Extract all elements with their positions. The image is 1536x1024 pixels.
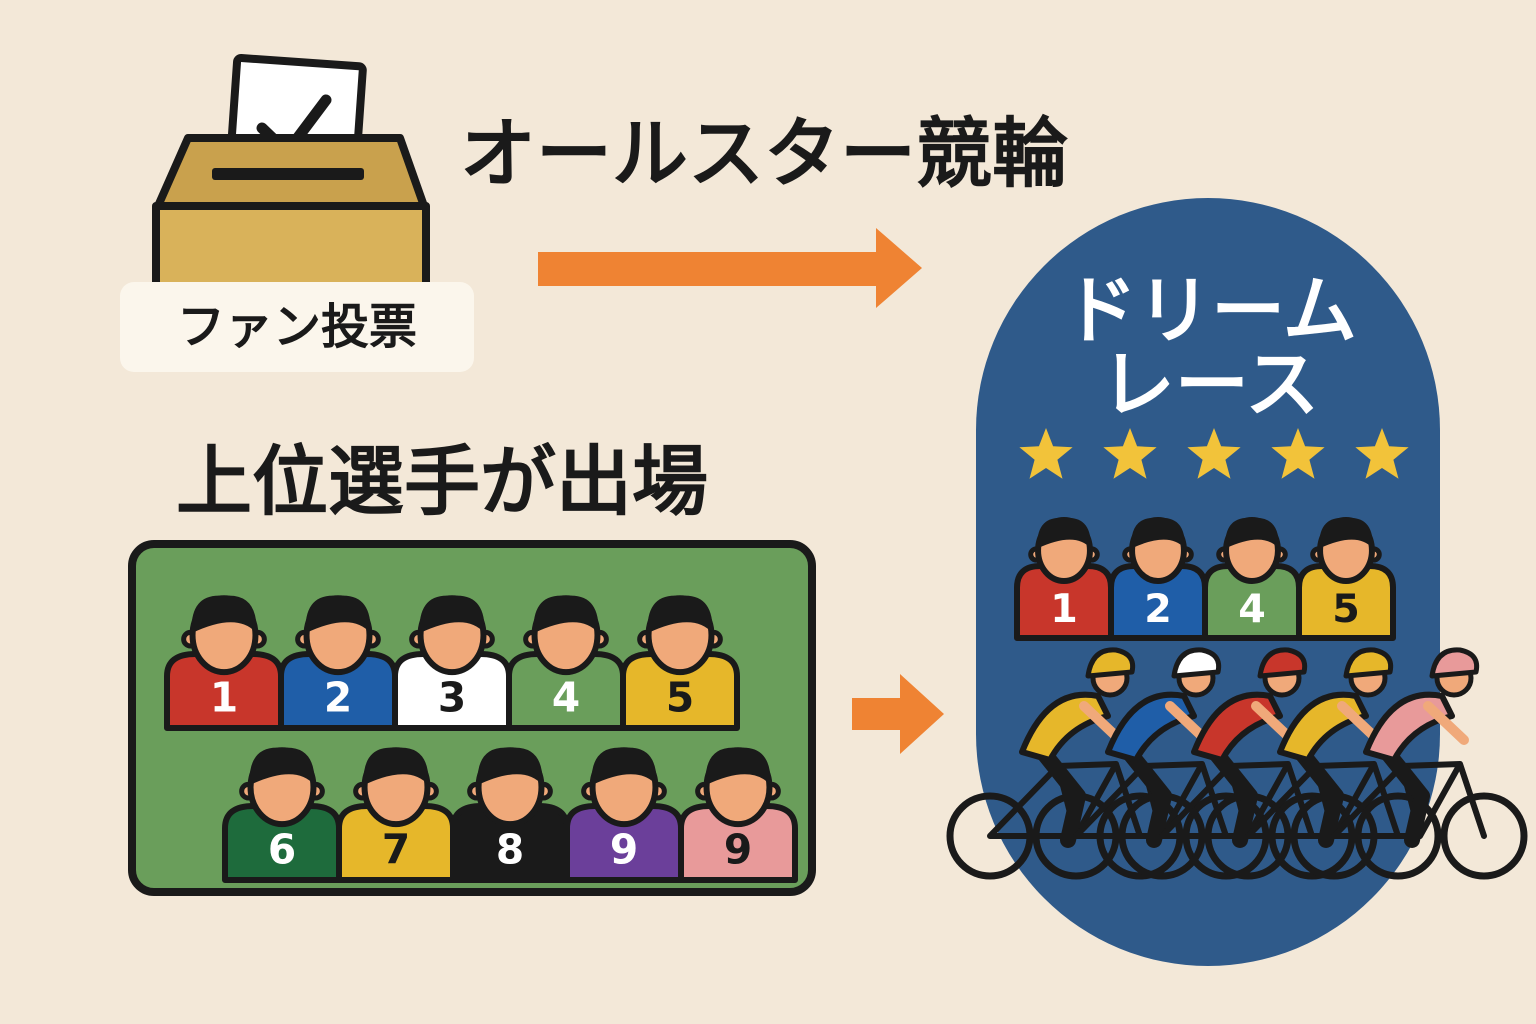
player-card: 9 <box>678 747 798 883</box>
jersey-number: 8 <box>496 826 524 874</box>
jersey-number: 9 <box>724 826 752 874</box>
ballot-box-icon <box>152 54 430 290</box>
hair <box>533 595 599 634</box>
helmet-icon <box>1171 647 1222 679</box>
hair <box>191 595 257 634</box>
jersey-number: 5 <box>666 674 694 722</box>
helmet-icon <box>1257 647 1308 679</box>
top-players-heading: 上位選手が出場 <box>176 437 708 526</box>
hair <box>591 747 657 786</box>
arrow-to-dream-race-small <box>852 674 944 754</box>
dream-player-card: 2 <box>1108 517 1208 641</box>
hair <box>1131 517 1185 549</box>
player-card: 3 <box>392 595 512 731</box>
dream-race-title-line2: レース <box>1101 342 1319 428</box>
cyclists-group <box>946 647 1528 880</box>
hair <box>305 595 371 634</box>
hair <box>249 747 315 786</box>
arrow-to-dream-race <box>538 228 922 308</box>
jersey-number: 2 <box>1144 586 1172 632</box>
helmet-icon <box>1085 647 1136 679</box>
star-icon <box>1355 428 1409 479</box>
jersey-number: 1 <box>210 674 238 722</box>
jersey-number: 7 <box>382 826 410 874</box>
cyclist-icon <box>1290 647 1528 880</box>
star-icon <box>1271 428 1325 479</box>
top-players-group: 1 2 3 4 5 6 7 8 9 9 <box>164 595 798 883</box>
jersey-number: 6 <box>268 826 296 874</box>
jersey-number: 9 <box>610 826 638 874</box>
hair <box>477 747 543 786</box>
jersey-number: 4 <box>1238 586 1266 632</box>
helmet-icon <box>1429 647 1480 679</box>
star-icon <box>1187 428 1241 479</box>
hair <box>419 595 485 634</box>
star-icon <box>1019 428 1073 479</box>
jersey-number: 3 <box>438 674 466 722</box>
jersey-number: 5 <box>1332 586 1360 632</box>
jersey-number: 4 <box>552 674 580 722</box>
jersey-number: 1 <box>1050 586 1078 632</box>
player-card: 2 <box>278 595 398 731</box>
helmet-icon <box>1343 647 1394 679</box>
player-card: 6 <box>222 747 342 883</box>
ballot-label: ファン投票 <box>177 299 417 355</box>
hair <box>1037 517 1091 549</box>
player-card: 5 <box>620 595 740 731</box>
hair <box>647 595 713 634</box>
page-title: オールスター競輪 <box>460 109 1068 198</box>
hair <box>363 747 429 786</box>
player-card: 4 <box>506 595 626 731</box>
dream-player-card: 1 <box>1014 517 1114 641</box>
rating-stars <box>1019 428 1409 479</box>
player-card: 8 <box>450 747 570 883</box>
jersey-number: 2 <box>324 674 352 722</box>
dream-players-group: 1 2 4 5 <box>1014 517 1396 641</box>
bike-wheel <box>1440 792 1528 880</box>
hair <box>705 747 771 786</box>
player-card: 7 <box>336 747 456 883</box>
dream-player-card: 4 <box>1202 517 1302 641</box>
hair <box>1225 517 1279 549</box>
hair <box>1319 517 1373 549</box>
ballot-label-box <box>120 282 474 372</box>
star-icon <box>1103 428 1157 479</box>
dream-race-title-line1: ドリーム <box>1063 268 1357 354</box>
dream-player-card: 5 <box>1296 517 1396 641</box>
